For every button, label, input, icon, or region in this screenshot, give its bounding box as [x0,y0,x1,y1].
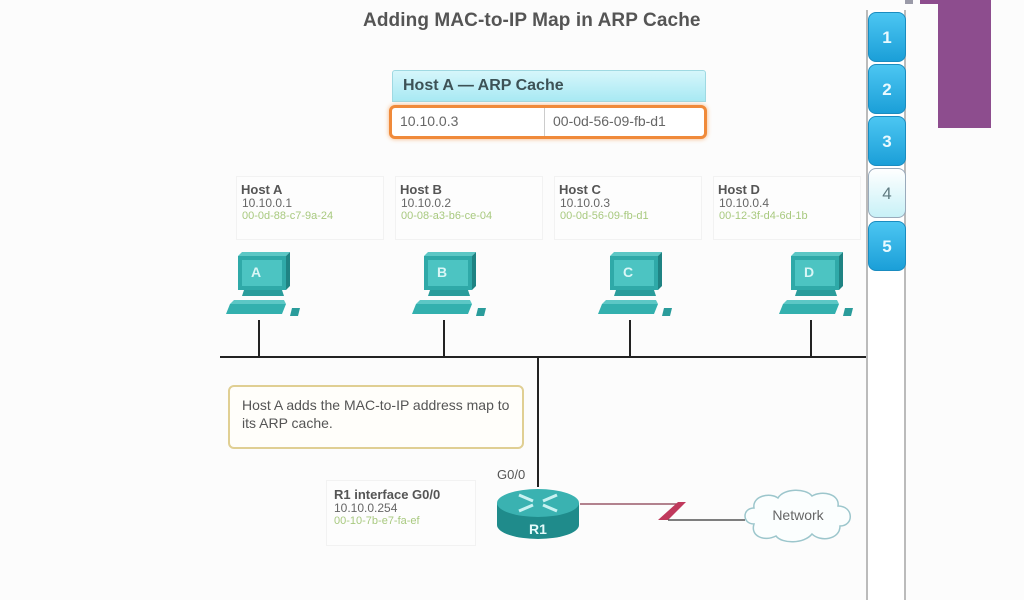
link-router [537,357,539,487]
step-button-3[interactable]: 3 [868,116,906,166]
host-mac: 00-12-3f-d4-6d-1b [719,210,808,222]
step-button-2[interactable]: 2 [868,64,906,114]
decorative-cap [920,0,938,4]
host-name: Host D [718,182,760,197]
host-d-info: Host D 10.10.0.4 00-12-3f-d4-6d-1b [713,176,861,240]
step-button-5[interactable]: 5 [868,221,906,271]
arp-cache-entry-highlighted: 10.10.0.3 00-0d-56-09-fb-d1 [389,105,707,139]
decorative-accent-bar [938,0,991,128]
step-description: Host A adds the MAC-to-IP address map to… [228,385,524,449]
arp-entry-ip: 10.10.0.3 [392,108,545,136]
link-host-d [810,320,812,357]
link-host-b [443,320,445,357]
pc-a-icon: A [224,250,304,322]
interface-label: G0/0 [497,467,526,482]
serial-link [580,500,745,524]
link-host-c [629,320,631,357]
router-ip: 10.10.0.254 [334,501,398,515]
network-cloud-icon: Network [740,484,856,546]
router-mac: 00-10-7b-e7-fa-ef [334,515,420,527]
router-label: R1 [529,521,547,537]
router-icon: R1 [495,485,581,543]
host-mac: 00-0d-56-09-fb-d1 [560,210,649,222]
pc-label: D [803,264,815,280]
pc-label: C [622,264,634,280]
decorative-cap [905,0,913,4]
pc-c-icon: C [596,250,676,322]
host-ip: 10.10.0.4 [719,196,770,210]
diagram-title: Adding MAC-to-IP Map in ARP Cache [363,10,701,31]
pc-b-icon: B [410,250,490,322]
pc-label: A [250,264,262,280]
router-info: R1 interface G0/0 10.10.0.254 00-10-7b-e… [326,480,476,546]
arp-cache-header: Host A — ARP Cache [392,70,706,102]
host-name: Host A [241,182,283,197]
host-mac: 00-08-a3-b6-ce-04 [401,210,493,222]
step-button-4[interactable]: 4 [868,168,906,218]
host-name: Host C [559,182,601,197]
host-b-info: Host B 10.10.0.2 00-08-a3-b6-ce-04 [395,176,543,240]
host-c-info: Host C 10.10.0.3 00-0d-56-09-fb-d1 [554,176,702,240]
link-host-a [258,320,260,357]
host-ip: 10.10.0.1 [242,196,293,210]
host-name: Host B [400,182,442,197]
host-a-info: Host A 10.10.0.1 00-0d-88-c7-9a-24 [236,176,384,240]
pc-d-icon: D [777,250,857,322]
pc-label: B [436,264,448,280]
host-ip: 10.10.0.2 [401,196,452,210]
router-info-title: R1 interface G0/0 [334,487,441,502]
cloud-label: Network [772,507,824,523]
lan-bus [220,356,866,358]
arp-cache-table: Host A — ARP Cache 10.10.0.3 00-0d-56-09… [389,70,707,140]
host-mac: 00-0d-88-c7-9a-24 [242,210,334,222]
host-ip: 10.10.0.3 [560,196,611,210]
step-button-1[interactable]: 1 [868,12,906,62]
arp-entry-mac: 00-0d-56-09-fb-d1 [553,113,666,129]
